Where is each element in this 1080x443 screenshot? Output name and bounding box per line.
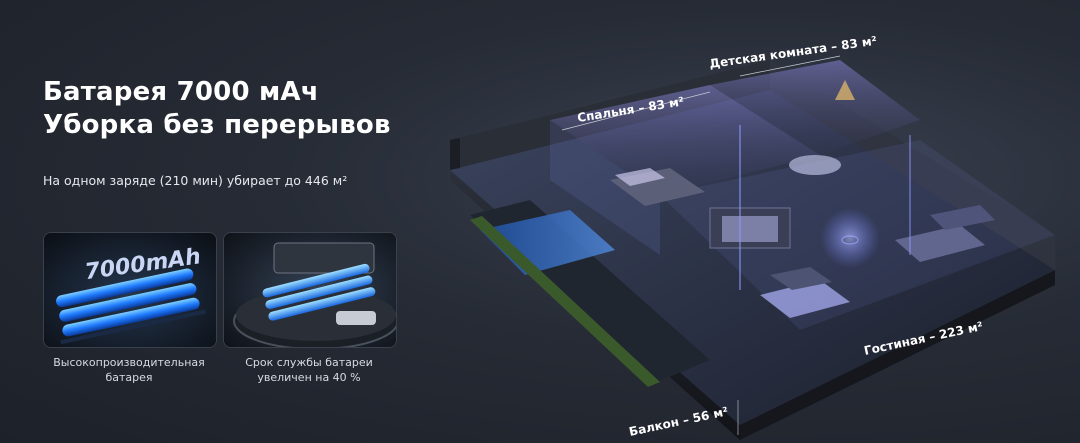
headline-line-1: Батарея 7000 мАч	[43, 77, 319, 107]
slab-right-side	[740, 270, 1055, 440]
battery-cells-image: 7000mAh	[44, 233, 216, 347]
floor	[450, 90, 1055, 425]
balcony-label: Балкон – 56 м²	[628, 404, 730, 439]
battery-life-card	[223, 232, 397, 348]
battery-capacity-card: 7000mAh	[43, 232, 217, 348]
kids-tent	[835, 80, 855, 100]
planter	[470, 216, 660, 387]
bedroom-volume	[550, 85, 820, 195]
apartment-floor-plan: Детская комната – 83 м² Спальня – 83 м² …	[450, 34, 1055, 440]
battery-capacity-caption: Высокопроизводительная батарея	[53, 356, 205, 384]
headline: Батарея 7000 мАч Уборка без перерывов	[43, 76, 391, 142]
robot-battery-image	[224, 233, 396, 347]
headline-line-2: Уборка без перерывов	[43, 110, 391, 140]
sofa	[760, 280, 850, 318]
battery-life-caption: Срок службы батареи увеличен на 40 %	[245, 356, 373, 384]
dining-table	[895, 225, 985, 262]
subtitle: На одном заряде (210 мин) убирает до 446…	[43, 173, 348, 188]
kids-rug	[789, 155, 841, 175]
kids-room-volume	[710, 60, 920, 155]
